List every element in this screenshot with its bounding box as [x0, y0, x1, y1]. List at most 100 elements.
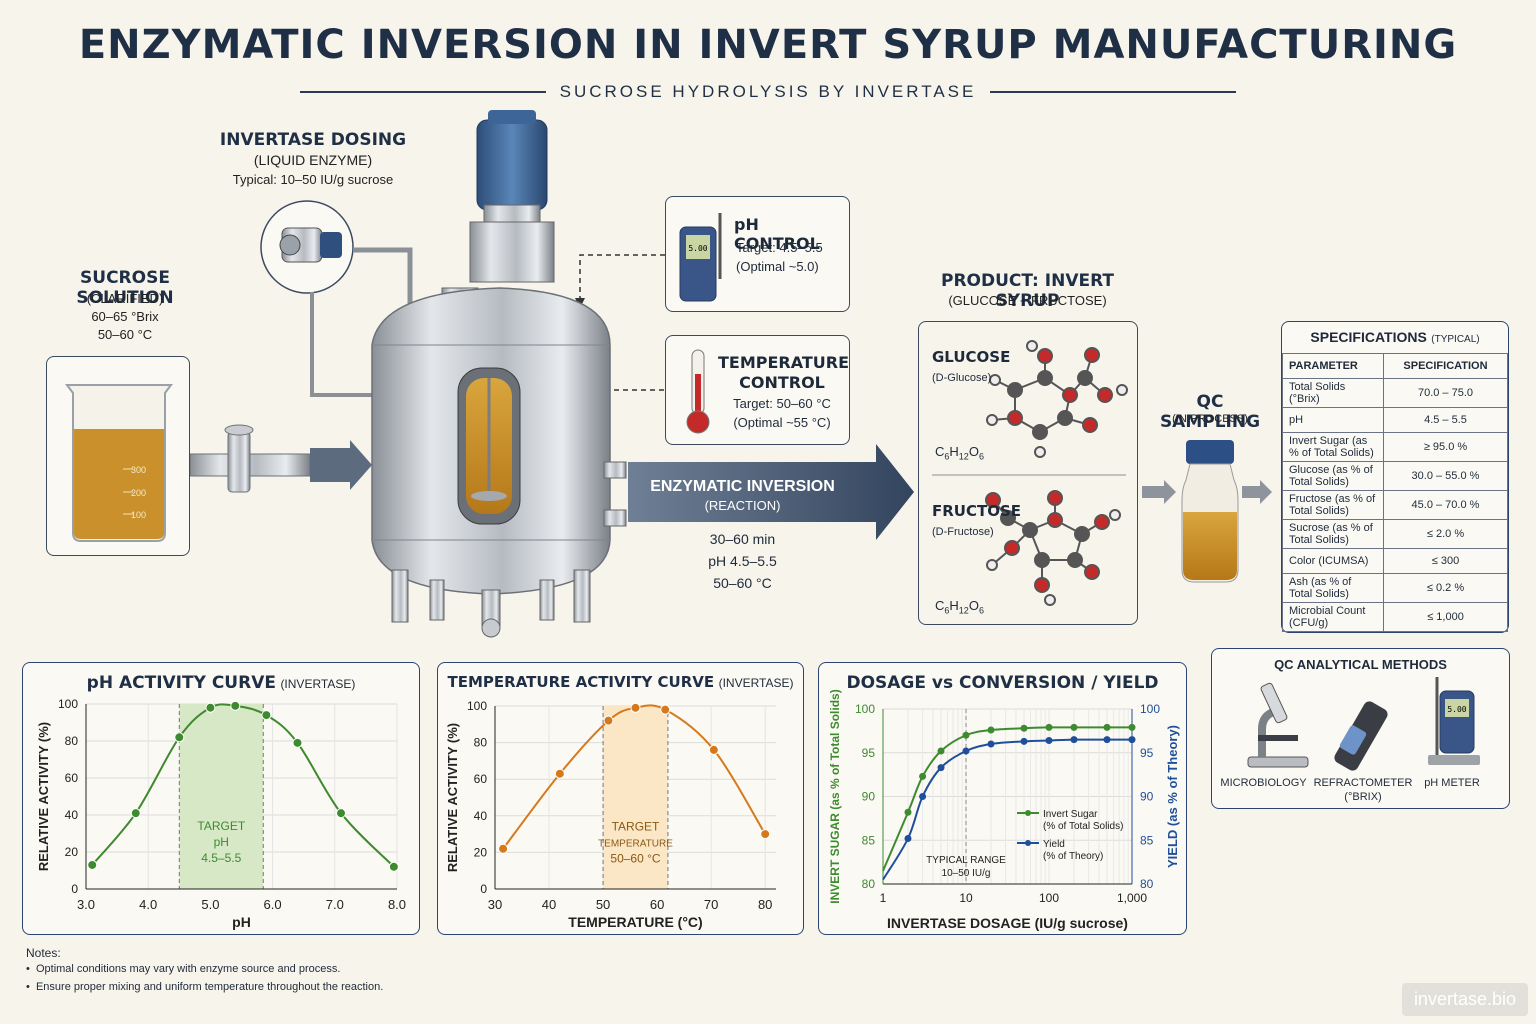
x-tick-label: 60: [650, 897, 664, 912]
data-point: [962, 731, 970, 739]
data-point: [904, 808, 912, 816]
band-label: pH: [214, 835, 229, 849]
spec-parameter: Invert Sugar (as % of Total Solids): [1282, 432, 1384, 462]
spec-parameter: Color (ICUMSA): [1282, 548, 1384, 574]
spec-row: Microbial Count (CFU/g)≤ 1,000: [1282, 602, 1508, 632]
x-tick-label: 3.0: [77, 897, 95, 912]
legend-label: Invert Sugar: [1043, 809, 1098, 820]
temp-chart-title-note: (INVERTASE): [718, 676, 794, 690]
spec-col-specification: SPECIFICATION: [1383, 353, 1508, 379]
data-point: [87, 859, 98, 870]
x-tick-label: 1: [880, 891, 887, 905]
method-refractometer-unit: (°BRIX): [1344, 791, 1382, 803]
fructose-name: FRUCTOSE: [932, 502, 1022, 520]
x-tick-label: 70: [704, 897, 718, 912]
method-ph-meter: pH METER: [1424, 777, 1480, 789]
spec-value: ≤ 300: [1383, 548, 1508, 574]
spec-parameter: pH: [1282, 407, 1384, 433]
data-point: [1103, 723, 1111, 731]
spec-title-note: (TYPICAL): [1431, 334, 1480, 345]
spec-value: ≤ 0.2 %: [1383, 573, 1508, 603]
glucose-name: GLUCOSE: [932, 348, 1011, 366]
data-point: [1020, 724, 1028, 732]
data-point: [987, 740, 995, 748]
ph-control-line2: (Optimal ~5.0): [736, 259, 819, 274]
fructose-formula: C6H12O6: [935, 598, 984, 616]
reaction-arrow: [628, 444, 914, 540]
reaction-sub: (REACTION): [704, 498, 781, 513]
product-sub: (GLUCOSE + FRUCTOSE): [948, 293, 1107, 308]
subtitle-row: SUCROSE HYDROLYSIS BY INVERTASE: [300, 80, 1237, 104]
ph-chart-title: pH ACTIVITY CURVE: [86, 673, 276, 693]
data-point: [174, 732, 185, 743]
qc-bottle: [1181, 440, 1239, 583]
y-tick-label: 60: [65, 771, 79, 785]
data-point: [388, 861, 399, 872]
spec-row: Sucrose (as % of Total Solids)≤ 2.0 %: [1282, 519, 1508, 549]
band-label: TEMPERATURE: [598, 838, 673, 849]
spec-parameter: Ash (as % of Total Solids): [1282, 573, 1384, 603]
notes-title: Notes:: [26, 946, 61, 960]
y-tick-label: 80: [862, 877, 876, 891]
reaction-temp: 50–60 °C: [713, 575, 772, 591]
y-axis-label: RELATIVE ACTIVITY (%): [445, 723, 460, 872]
y2-axis-label: YIELD (as % of Theory): [1165, 725, 1180, 868]
qc-methods-card: QC ANALYTICAL METHODS 5.00 MICROBIOLOGY …: [1211, 648, 1510, 809]
data-point: [660, 704, 671, 715]
data-point: [1103, 736, 1111, 744]
temp-control-title1: TEMPERATURE: [718, 353, 850, 372]
temp-control-line2: (Optimal ~55 °C): [733, 415, 831, 430]
spec-value: 4.5 – 5.5: [1383, 407, 1508, 433]
data-point: [937, 764, 945, 772]
ph-control-card: 5.00 pH CONTROL Target: 4.5–5.5 (Optimal…: [665, 196, 850, 312]
data-point: [1128, 736, 1136, 744]
band-label: 50–60 °C: [610, 851, 661, 865]
spec-value: ≤ 1,000: [1383, 602, 1508, 632]
x-tick-label: 50: [596, 897, 610, 912]
spec-header: SPECIFICATIONS (TYPICAL): [1282, 322, 1508, 353]
note-2-text: Ensure proper mixing and uniform tempera…: [35, 981, 384, 993]
spec-value: ≤ 2.0 %: [1383, 519, 1508, 549]
beaker-icon: 300 200 100: [65, 384, 173, 542]
qc-sampling-sub: (IN-PROCESS): [1172, 413, 1248, 425]
sucrose-title: SUCROSE SOLUTION: [76, 268, 174, 308]
y-tick-label: 40: [474, 809, 488, 823]
temperature-chart-panel: TEMPERATURE ACTIVITY CURVE (INVERTASE) 0…: [437, 662, 804, 935]
x-tick-label: 100: [1039, 891, 1059, 905]
qc-instruments: 5.00: [1247, 677, 1480, 771]
y2-tick-label: 85: [1140, 833, 1154, 847]
legend-label: Yield: [1043, 839, 1065, 850]
legend-marker: [1025, 840, 1031, 846]
beaker-card: 300 200 100: [46, 356, 190, 556]
band-label: TARGET: [612, 819, 660, 833]
method-microbiology: MICROBIOLOGY: [1220, 777, 1307, 789]
data-point: [1045, 737, 1053, 744]
ph-chart-header: pH ACTIVITY CURVE (INVERTASE): [23, 673, 419, 693]
dosing-title: INVERTASE DOSING: [219, 130, 407, 150]
meter-display: 5.00: [1447, 705, 1466, 714]
y-axis-label: INVERT SUGAR (as % of Total Solids): [828, 689, 842, 903]
legend-label: (% of Total Solids): [1043, 821, 1123, 832]
range-label: 10–50 IU/g: [942, 868, 991, 879]
fructose-sub: (D-Fructose): [932, 526, 994, 538]
x-tick-label: 5.0: [201, 897, 219, 912]
note-1: • Optimal conditions may vary with enzym…: [26, 963, 341, 975]
refractometer-icon: [1334, 701, 1388, 771]
specifications-card: SPECIFICATIONS (TYPICAL) PARAMETER SPECI…: [1281, 321, 1509, 633]
ph-control-title: pH CONTROL: [734, 215, 820, 253]
spec-row: Total Solids (°Brix)70.0 – 75.0: [1282, 378, 1508, 408]
data-point: [603, 715, 614, 726]
data-point: [292, 737, 303, 748]
spec-parameter: Sucrose (as % of Total Solids): [1282, 519, 1384, 549]
spec-parameter: Total Solids (°Brix): [1282, 378, 1384, 408]
spec-value: 30.0 – 55.0 %: [1383, 461, 1508, 491]
product-card: GLUCOSE (D-Glucose) C6H12O6 FRUCTOSE (D-…: [918, 321, 1138, 625]
spec-parameter: Microbial Count (CFU/g): [1282, 602, 1384, 632]
y-tick-label: 60: [474, 772, 488, 786]
spec-row: Ash (as % of Total Solids)≤ 0.2 %: [1282, 573, 1508, 603]
legend-marker: [1025, 810, 1031, 816]
data-point: [904, 835, 912, 842]
